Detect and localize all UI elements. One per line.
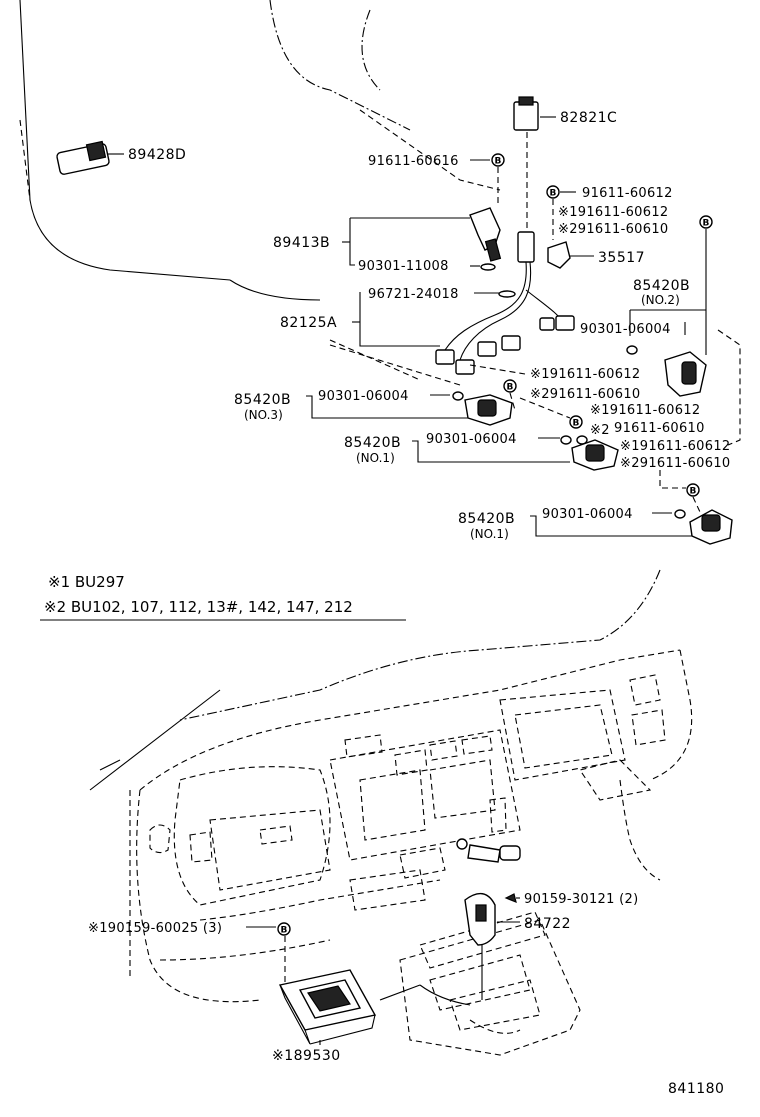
ecu-189530 (278, 969, 377, 1045)
label-191611-60612-d: ※191611-60612 (620, 439, 730, 454)
label-90301-06004-b: 90301-06004 (318, 389, 409, 404)
label-90159-30121: 90159-30121 (2) (524, 892, 638, 907)
label-82821C: 82821C (560, 110, 617, 126)
bolt-icon: B (699, 215, 713, 229)
svg-text:B: B (507, 383, 514, 393)
svg-text:B: B (495, 157, 502, 167)
sensor-85420B-no2 (664, 351, 707, 397)
connector-82821C (513, 96, 556, 235)
bolt-icon: B (503, 379, 517, 393)
label-82125A: 82125A (280, 315, 337, 331)
screw-90159-30121 (504, 893, 520, 903)
label-90301-06004-c: 90301-06004 (426, 432, 517, 447)
bulb-part (456, 838, 521, 863)
label-91611-60612: 91611-60612 (582, 186, 673, 201)
label-191611-60612-b: ※191611-60612 (530, 367, 640, 382)
svg-text:B: B (573, 419, 580, 429)
label-191611-60612: ※191611-60612 (558, 205, 668, 220)
bolt-icon: B (569, 415, 583, 429)
shift-knob-84722 (464, 892, 520, 1000)
label-no2: (NO.2) (641, 293, 680, 307)
bracket-35517 (547, 241, 594, 269)
sensor-85420B-no1-upper (571, 439, 619, 471)
label-89428D: 89428D (128, 147, 186, 163)
wire-harness-82125A (435, 231, 575, 375)
label-85420B-no3: 85420B (234, 392, 291, 408)
svg-text:B: B (703, 219, 710, 229)
switch-89428D (56, 140, 124, 175)
svg-text:B: B (690, 487, 697, 497)
label-96721-24018: 96721-24018 (368, 287, 459, 302)
label-85420B-no1b: 85420B (458, 511, 515, 527)
label-291611-60610-d: ※291611-60610 (620, 456, 730, 471)
label-no1b: (NO.1) (470, 527, 509, 541)
sensor-89413B (342, 207, 502, 266)
figure-number: 841180 (668, 1081, 724, 1097)
label-189530: ※189530 (272, 1048, 341, 1064)
label-91611-60610-c: 91611-60610 (614, 421, 705, 436)
note-2: ※2 BU102, 107, 112, 13#, 142, 147, 212 (44, 598, 353, 616)
label-no3: (NO.3) (244, 408, 283, 422)
label-291611-60610: ※291611-60610 (558, 222, 668, 237)
label-2-mark: ※2 (590, 423, 610, 438)
label-90301-06004-d: 90301-06004 (542, 507, 633, 522)
svg-text:B: B (550, 189, 557, 199)
note-1: ※1 BU297 (48, 573, 125, 591)
label-no1a: (NO.1) (356, 451, 395, 465)
dashboard-outline (89, 569, 693, 1003)
label-91611-60616: 91611-60616 (368, 154, 459, 169)
svg-text:B: B (281, 926, 288, 936)
bolt-icon: B (686, 483, 700, 497)
bolt-icon: B (546, 185, 560, 199)
label-191611-60612-c: ※191611-60612 (590, 403, 700, 418)
label-90301-06004-a: 90301-06004 (580, 322, 671, 337)
console-outline (379, 911, 581, 1056)
label-291611-60610-b: ※291611-60610 (530, 387, 640, 402)
label-35517: 35517 (598, 250, 645, 266)
label-89413B: 89413B (273, 235, 330, 251)
bolt-icon: B (491, 153, 505, 167)
label-84722: 84722 (524, 916, 571, 932)
body-outline (19, 0, 501, 381)
label-85420B-no1a: 85420B (344, 435, 401, 451)
label-190159-60025: ※190159-60025 (3) (88, 921, 222, 936)
label-90301-11008: 90301-11008 (358, 259, 449, 274)
label-85420B-no2: 85420B (633, 278, 690, 294)
sensor-85420B-no3 (464, 394, 513, 426)
sensor-85420B-no1-lower (689, 509, 733, 545)
bolt-icon: B (277, 922, 291, 936)
